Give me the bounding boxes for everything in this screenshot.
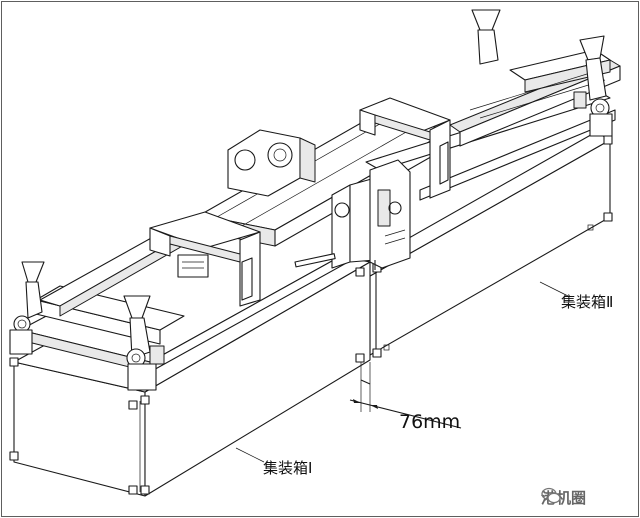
- spreader-frame: [19, 49, 621, 373]
- container-left-label: 集装箱Ⅰ: [263, 459, 313, 477]
- flipper-front-center: [123, 295, 165, 391]
- wechat-icon: [541, 487, 561, 504]
- leader-right: [539, 281, 569, 297]
- flipper-front-left: [9, 261, 45, 355]
- center-mechanism: [227, 129, 411, 270]
- bridge-right: [359, 97, 451, 199]
- gap-dimension-label: 76mm: [399, 411, 461, 433]
- gap-dimension: [349, 362, 462, 429]
- leader-left: [235, 447, 265, 463]
- container-right-label: 集装箱Ⅱ: [561, 293, 614, 311]
- flipper-rear-right: [471, 9, 613, 137]
- watermark: 港机圈: [541, 487, 586, 508]
- bridge-left: [149, 211, 261, 307]
